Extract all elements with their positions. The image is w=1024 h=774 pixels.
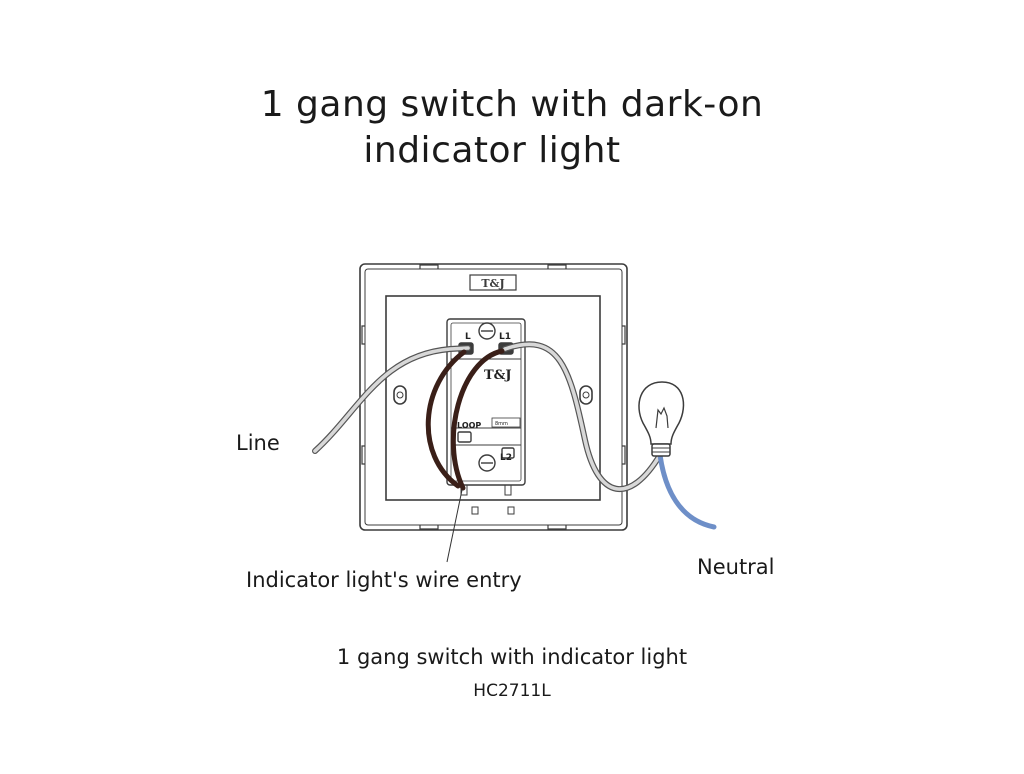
side-clips [361,325,626,465]
terminal-hole-l2 [501,447,515,459]
bottom-clips [419,525,567,530]
faceplate-outer [359,263,628,531]
model-number: HC2711L [473,681,551,701]
wire-entry-label: Indicator light's wire entry [246,568,522,592]
terminal-l1-label: L1 [499,332,511,342]
diagram-title: 1 gang switch with dark-on indicator lig… [0,82,1024,174]
strip-length-label: 8mm [495,421,508,427]
neutral-label: Neutral [697,555,775,579]
faceplate [359,263,628,531]
neutral-wire [657,452,717,530]
wire-entry-pointer [446,489,463,563]
module-brand: T&J [484,368,512,383]
brand-plate-text: T&J [481,277,504,290]
loop-hole [457,431,472,443]
right-screw-hole [579,385,593,405]
line-wire-outline [312,345,471,454]
bottom-terminal-screw [478,454,496,472]
top-clips [419,264,567,269]
title-line-2: indicator light [363,130,621,171]
terminal-l2-label: L2 [500,453,512,463]
light-bulb-icon [638,381,685,457]
module-body [446,318,526,486]
line-label: Line [236,431,280,455]
mounting-frame [385,295,601,501]
load-wire [503,342,662,491]
brand-plate [469,274,517,291]
indicator-wire-right [450,348,505,491]
loop-label: LOOP [457,421,481,430]
top-terminal-screw [478,322,496,340]
diagram-caption: 1 gang switch with indicator light [336,645,688,669]
title-line-1: 1 gang switch with dark-on [260,84,764,125]
strip-gauge [491,417,521,428]
terminal-l-label: L [465,332,471,342]
load-wire-outline [502,341,663,493]
indicator-wire-left [425,349,467,489]
left-screw-hole [393,385,407,405]
line-wire [313,346,470,453]
